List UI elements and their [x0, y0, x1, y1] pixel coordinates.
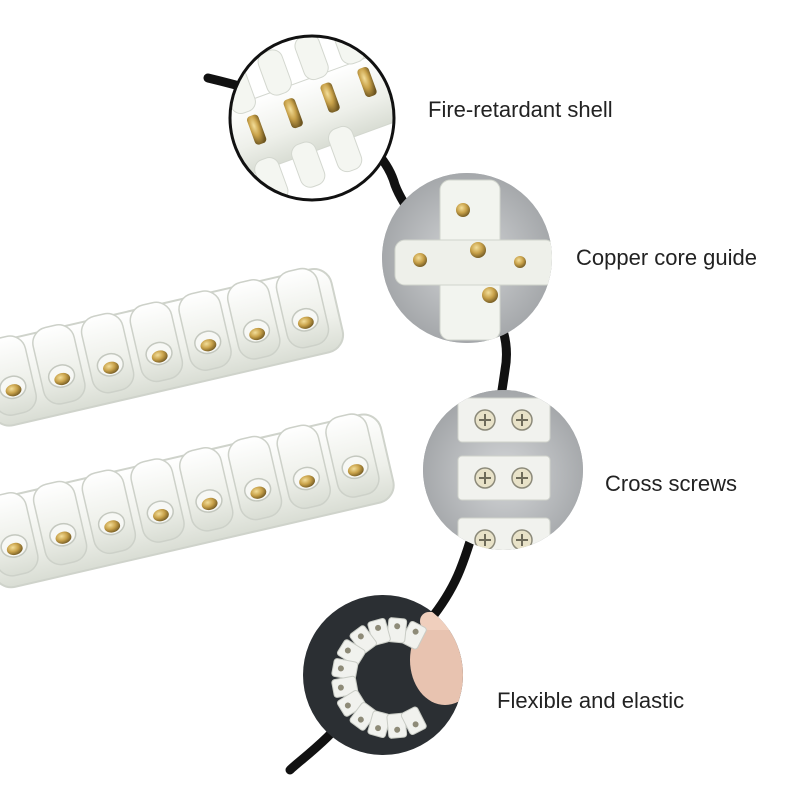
- flex-terminal: [386, 617, 408, 644]
- terminal-segment: [179, 447, 234, 532]
- label-fire-retardant-shell: Fire-retardant shell: [428, 97, 613, 122]
- terminal-segment: [276, 424, 331, 510]
- cross-screw: [474, 529, 496, 550]
- callout-circle-flex: [303, 595, 463, 755]
- terminal-strip-top: [0, 267, 345, 427]
- terminal-segment: [32, 480, 88, 566]
- terminal-strip-bottom: [0, 413, 395, 589]
- callout-circle-copper: [382, 173, 552, 343]
- cross-screw: [474, 409, 496, 431]
- terminal-segment: [130, 458, 185, 543]
- terminal-segment: [0, 335, 37, 416]
- terminal-segment: [32, 324, 86, 405]
- terminal-segment: [80, 312, 135, 394]
- label-cross-screws: Cross screws: [605, 471, 738, 496]
- flex-terminal: [336, 639, 366, 666]
- cross-screw: [474, 467, 496, 489]
- label-copper-core-guide: Copper core guide: [576, 245, 758, 270]
- callout-circle-cross: [423, 390, 583, 550]
- terminal-segment: [129, 301, 184, 383]
- terminal-segment: [178, 290, 232, 371]
- cross-screw: [511, 529, 533, 550]
- terminal-segment: [81, 469, 137, 555]
- flex-terminal: [400, 706, 427, 736]
- flex-terminal: [331, 675, 359, 698]
- terminal-segment: [227, 435, 283, 521]
- cross-screw: [511, 467, 533, 489]
- terminal-segment: [325, 413, 380, 498]
- cross-screw: [511, 409, 533, 431]
- callout-circle-fire: [228, 34, 396, 202]
- terminal-segment: [275, 267, 330, 349]
- label-flexible-and-elastic: Flexible and elastic: [497, 688, 685, 713]
- terminal-segment: [226, 279, 281, 360]
- terminal-segment: [0, 492, 39, 577]
